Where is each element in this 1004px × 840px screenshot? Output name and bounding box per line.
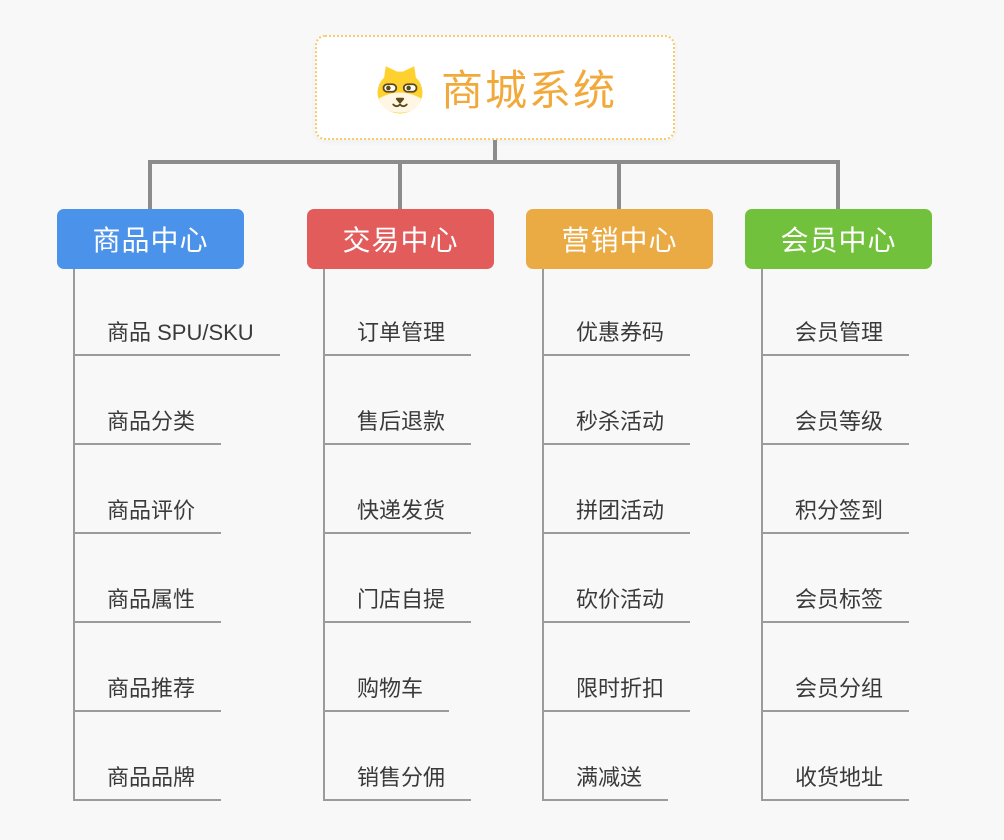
child-node-label: 售后退款 <box>357 409 446 434</box>
root-title: 商城系统 <box>440 67 617 114</box>
child-node[interactable]: 快递发货 <box>323 445 472 534</box>
branch-node-trade-center[interactable]: 交易中心 <box>307 209 494 269</box>
child-node[interactable]: 订单管理 <box>323 269 472 356</box>
branch-spine <box>323 269 325 801</box>
branch-trade-center: 交易中心 订单管理 售后退款 快递发货 门店自提 购物车 销售分佣 <box>307 209 494 801</box>
child-node[interactable]: 积分签到 <box>761 445 910 534</box>
child-node[interactable]: 收货地址 <box>761 712 910 801</box>
child-node-label: 满减送 <box>576 765 643 790</box>
branch-marketing-center: 营销中心 优惠券码 秒杀活动 拼团活动 砍价活动 限时折扣 满减送 <box>526 209 713 801</box>
child-node-label: 快递发货 <box>357 498 446 523</box>
child-node[interactable]: 商品品牌 <box>73 712 222 801</box>
root-node[interactable]: 商城系统 <box>315 35 675 140</box>
child-node-label: 限时折扣 <box>576 676 665 701</box>
child-node[interactable]: 门店自提 <box>323 534 472 623</box>
child-node-label: 会员分组 <box>795 676 884 701</box>
child-node-label: 会员标签 <box>795 587 884 612</box>
child-node-label: 商品 SPU/SKU <box>107 320 254 345</box>
child-node-label: 会员管理 <box>795 320 884 345</box>
child-node-label: 商品属性 <box>107 587 196 612</box>
branch-items: 会员管理 会员等级 积分签到 会员标签 会员分组 收货地址 <box>761 269 910 801</box>
child-node[interactable]: 商品推荐 <box>73 623 222 712</box>
child-node[interactable]: 会员管理 <box>761 269 910 356</box>
branch-items: 订单管理 售后退款 快递发货 门店自提 购物车 销售分佣 <box>323 269 472 801</box>
child-node-label: 会员等级 <box>795 409 884 434</box>
child-node-label: 销售分佣 <box>357 765 446 790</box>
branch-spine <box>542 269 544 801</box>
child-node[interactable]: 商品评价 <box>73 445 222 534</box>
branch-spine <box>761 269 763 801</box>
branch-items: 商品 SPU/SKU 商品分类 商品评价 商品属性 商品推荐 商品品牌 <box>73 269 280 801</box>
child-node-label: 商品分类 <box>107 409 196 434</box>
child-node[interactable]: 购物车 <box>323 623 450 712</box>
branch-items: 优惠券码 秒杀活动 拼团活动 砍价活动 限时折扣 满减送 <box>542 269 691 801</box>
child-node[interactable]: 限时折扣 <box>542 623 691 712</box>
child-node-label: 商品品牌 <box>107 765 196 790</box>
connector-drop-trade <box>398 160 402 209</box>
child-node-label: 购物车 <box>357 676 424 701</box>
child-node[interactable]: 会员分组 <box>761 623 910 712</box>
child-node-label: 商品评价 <box>107 498 196 523</box>
child-node[interactable]: 拼团活动 <box>542 445 691 534</box>
child-node[interactable]: 会员等级 <box>761 356 910 445</box>
child-node-label: 商品推荐 <box>107 676 196 701</box>
child-node-label: 砍价活动 <box>576 587 665 612</box>
branch-member-center: 会员中心 会员管理 会员等级 积分签到 会员标签 会员分组 收货地址 <box>745 209 932 801</box>
child-node-label: 积分签到 <box>795 498 884 523</box>
branch-node-member-center[interactable]: 会员中心 <box>745 209 932 269</box>
child-node-label: 秒杀活动 <box>576 409 665 434</box>
child-node[interactable]: 秒杀活动 <box>542 356 691 445</box>
child-node[interactable]: 会员标签 <box>761 534 910 623</box>
branch-spine <box>73 269 75 801</box>
connector-drop-member <box>836 160 840 209</box>
child-node[interactable]: 售后退款 <box>323 356 472 445</box>
child-node-label: 收货地址 <box>795 765 884 790</box>
connector-bus <box>148 160 840 164</box>
child-node[interactable]: 销售分佣 <box>323 712 472 801</box>
branch-node-marketing-center[interactable]: 营销中心 <box>526 209 713 269</box>
child-node[interactable]: 满减送 <box>542 712 669 801</box>
shiba-dog-icon <box>377 65 423 113</box>
branch-node-product-center[interactable]: 商品中心 <box>57 209 244 269</box>
child-node[interactable]: 砍价活动 <box>542 534 691 623</box>
connector-root-stub <box>493 140 497 164</box>
child-node[interactable]: 优惠券码 <box>542 269 691 356</box>
branch-product-center: 商品中心 商品 SPU/SKU 商品分类 商品评价 商品属性 商品推荐 商品品牌 <box>57 209 280 801</box>
child-node[interactable]: 商品分类 <box>73 356 222 445</box>
child-node-label: 拼团活动 <box>576 498 665 523</box>
connector-drop-marketing <box>617 160 621 209</box>
child-node-label: 优惠券码 <box>576 320 665 345</box>
child-node[interactable]: 商品属性 <box>73 534 222 623</box>
connector-drop-product <box>148 160 152 209</box>
child-node-label: 门店自提 <box>357 587 446 612</box>
child-node[interactable]: 商品 SPU/SKU <box>73 269 280 356</box>
child-node-label: 订单管理 <box>357 320 446 345</box>
